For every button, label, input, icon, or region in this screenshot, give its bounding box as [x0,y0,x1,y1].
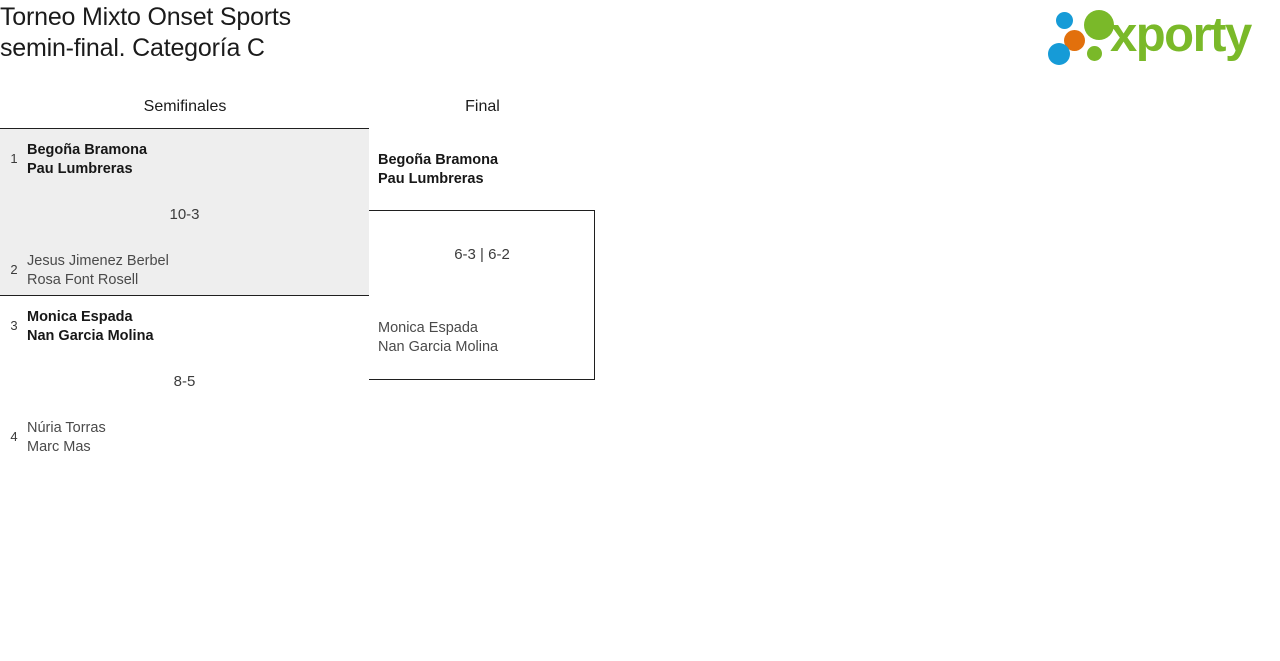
tournament-bracket: Semifinales Final 1 Begoña Bramona Pau L… [0,80,1280,661]
competitor-player-2: Pau Lumbreras [27,161,133,177]
match-score: 8-5 [173,373,196,390]
competitor-player-1: Monica Espada [378,320,478,336]
logo-wordmark: xporty [1110,8,1252,62]
round-label-semifinals: Semifinales [143,98,227,115]
competitor-player-2: Nan Garcia Molina [27,328,154,344]
semifinals-column: 1 Begoña Bramona Pau Lumbreras 10-3 2 Je… [0,128,369,463]
competitor-player-2: Rosa Font Rosell [27,272,139,288]
competitor-player-1: Begoña Bramona [378,152,499,168]
competitor-slot-top[interactable]: Monica Espada Nan Garcia Molina [27,308,347,346]
competitor-player-1: Jesus Jimenez Berbel [27,253,169,269]
final-competitor-slot-bottom[interactable]: Monica Espada Nan Garcia Molina [378,319,593,357]
final-match-score: 6-3 | 6-2 [454,246,510,263]
competitor-player-2: Nan Garcia Molina [378,339,499,355]
logo-dot-orange [1064,30,1085,51]
competitor-player-2: Marc Mas [27,439,91,455]
page-title: Torneo Mixto Onset Sports semin-final. C… [0,3,291,62]
seed-number: 4 [10,429,18,444]
seed-number: 3 [10,318,18,333]
final-competitor-slot-top[interactable]: Begoña Bramona Pau Lumbreras [378,151,593,189]
logo-dots-icon [1046,10,1122,65]
xporty-logo[interactable]: xporty [1040,8,1272,66]
semifinal-match-2[interactable]: 3 Monica Espada Nan Garcia Molina 8-5 4 … [0,296,369,463]
round-label-final: Final [465,98,500,115]
page-header: Torneo Mixto Onset Sports semin-final. C… [0,0,1280,80]
competitor-player-1: Monica Espada [27,309,133,325]
competitor-player-1: Núria Torras [27,420,106,436]
logo-dot-green-large [1084,10,1114,40]
match-score: 10-3 [169,206,200,223]
logo-dot-green-small [1087,46,1102,61]
semifinal-match-1[interactable]: 1 Begoña Bramona Pau Lumbreras 10-3 2 Je… [0,129,369,296]
seed-number: 1 [10,151,18,166]
competitor-player-1: Begoña Bramona [27,142,148,158]
logo-dot-blue-large [1048,43,1070,65]
logo-dot-blue-small [1056,12,1073,29]
competitor-player-2: Pau Lumbreras [378,171,484,187]
competitor-slot-bottom[interactable]: Núria Torras Marc Mas [27,419,347,457]
competitor-slot-bottom[interactable]: Jesus Jimenez Berbel Rosa Font Rosell [27,252,347,290]
competitor-slot-top[interactable]: Begoña Bramona Pau Lumbreras [27,141,347,179]
seed-number: 2 [10,262,18,277]
final-match[interactable] [369,210,595,380]
